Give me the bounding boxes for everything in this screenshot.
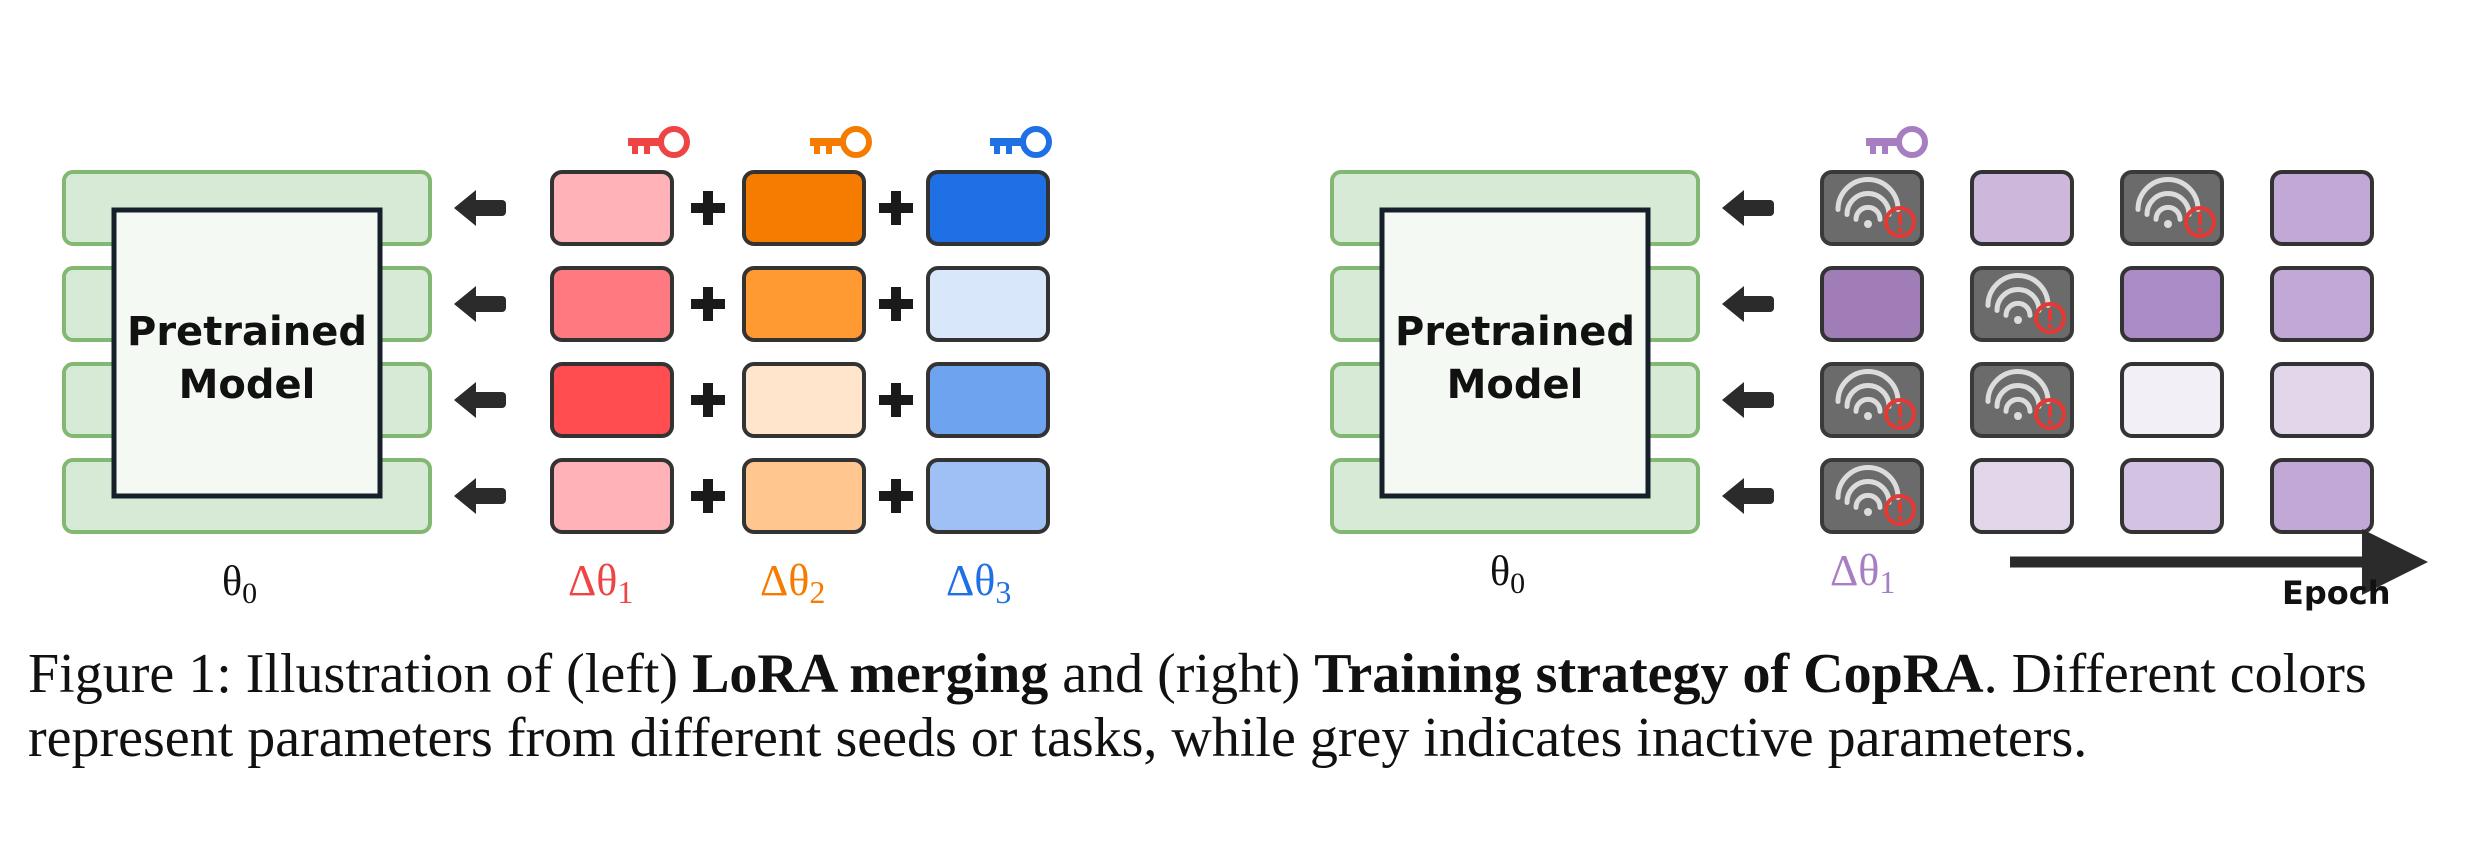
inactive-block	[1820, 458, 1924, 534]
left-arrow-icon	[454, 286, 506, 322]
caption-prefix: Figure 1: Illustration of (left)	[28, 643, 693, 705]
plus-icon	[879, 287, 913, 321]
key-icon	[1866, 126, 1928, 158]
model-box	[111, 207, 383, 499]
inactive-block	[2120, 170, 2224, 246]
arrow-group	[1722, 190, 1774, 514]
model-label-line2: Model	[1447, 362, 1584, 408]
inactive-block	[1820, 170, 1924, 246]
lora-block	[926, 266, 1050, 342]
lora-block	[926, 458, 1050, 534]
epoch-label: Epoch	[2282, 574, 2391, 612]
lora-block	[550, 266, 674, 342]
copra-block	[2120, 458, 2224, 534]
caption-middle: and (right)	[1048, 643, 1315, 705]
delta-label: Δθ3	[946, 556, 1011, 610]
key-icon	[628, 126, 690, 158]
copra-block	[2270, 170, 2374, 246]
plus-icon	[879, 191, 913, 225]
lora-block-grid	[550, 170, 1050, 534]
wifi-off-icon	[1985, 369, 2051, 420]
lora-block	[550, 170, 674, 246]
wifi-off-icon	[2135, 177, 2201, 228]
right-panel: Pretrained Model θ0 Δθ1 Epoch	[1330, 126, 2428, 612]
left-arrow-icon	[1722, 478, 1774, 514]
lora-block	[742, 266, 866, 342]
left-arrow-icon	[454, 382, 506, 418]
plus-icon	[879, 383, 913, 417]
lora-block	[926, 170, 1050, 246]
inactive-block	[1820, 362, 1924, 438]
wifi-off-icon	[1835, 177, 1901, 228]
warning-icon	[1884, 494, 1916, 526]
theta-subscript: 0	[242, 577, 257, 610]
plus-icon	[691, 287, 725, 321]
plus-signs	[691, 191, 913, 513]
figure-illustration: Pretrained Model θ0 Δθ1 Δθ2 Δθ3	[62, 126, 2428, 612]
warning-icon	[1884, 206, 1916, 238]
plus-icon	[691, 383, 725, 417]
key-icons	[628, 126, 1052, 158]
warning-icon	[1884, 398, 1916, 430]
wifi-off-icon	[1985, 273, 2051, 324]
plus-icon	[691, 479, 725, 513]
arrow-group	[454, 190, 506, 514]
inactive-block	[1970, 362, 2074, 438]
copra-block	[2120, 362, 2224, 438]
left-arrow-icon	[454, 478, 506, 514]
lora-block	[550, 458, 674, 534]
copra-block	[2270, 266, 2374, 342]
figure-caption: Figure 1: Illustration of (left) LoRA me…	[28, 642, 2458, 770]
caption-suffix: . Different colors represent parameters …	[28, 643, 2367, 769]
left-panel: Pretrained Model θ0 Δθ1 Δθ2 Δθ3	[62, 126, 1052, 610]
delta-label: Δθ1	[568, 556, 633, 610]
model-label-line2: Model	[179, 362, 316, 408]
pretrained-model-right: Pretrained Model	[1330, 170, 1700, 534]
warning-icon	[2034, 398, 2066, 430]
delta-label: Δθ2	[760, 556, 825, 610]
key-icon	[990, 126, 1052, 158]
copra-block	[2120, 266, 2224, 342]
lora-block	[742, 362, 866, 438]
lora-block	[550, 362, 674, 438]
lora-block	[742, 170, 866, 246]
copra-block	[2270, 458, 2374, 534]
wifi-off-icon	[1835, 465, 1901, 516]
delta-label-right: Δθ1	[1830, 546, 1895, 600]
plus-icon	[879, 479, 913, 513]
model-box	[1379, 207, 1651, 499]
lora-block	[926, 362, 1050, 438]
model-label-line1: Pretrained	[127, 309, 367, 355]
inactive-block	[1970, 266, 2074, 342]
theta0-label-left: θ0	[222, 559, 257, 610]
left-arrow-icon	[1722, 190, 1774, 226]
left-arrow-icon	[454, 190, 506, 226]
caption-bold-lora-merging: LoRA merging	[692, 643, 1049, 705]
caption-bold-copra: Training strategy of CopRA	[1314, 643, 1984, 705]
theta0-label-right: θ0	[1490, 549, 1525, 600]
left-arrow-icon	[1722, 382, 1774, 418]
warning-icon	[2034, 302, 2066, 334]
copra-block	[2270, 362, 2374, 438]
plus-icon	[691, 191, 725, 225]
pretrained-model-left: Pretrained Model	[62, 170, 432, 534]
copra-block	[1970, 458, 2074, 534]
key-icon	[810, 126, 872, 158]
lora-block	[742, 458, 866, 534]
wifi-off-icon	[1835, 369, 1901, 420]
warning-icon	[2184, 206, 2216, 238]
copra-block	[1820, 266, 1924, 342]
theta-symbol: θ	[222, 559, 242, 605]
key-icons	[1866, 126, 1928, 158]
model-label-line1: Pretrained	[1395, 309, 1635, 355]
copra-block-grid	[1820, 170, 2374, 534]
left-arrow-icon	[1722, 286, 1774, 322]
copra-block	[1970, 170, 2074, 246]
delta-labels-left: Δθ1 Δθ2 Δθ3	[568, 556, 1011, 610]
